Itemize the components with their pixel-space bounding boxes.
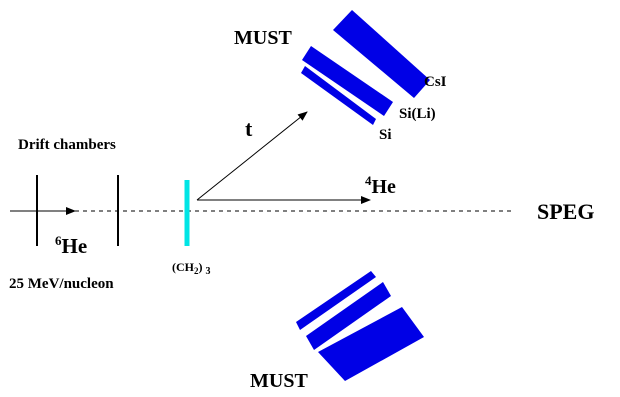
speg-label: SPEG (537, 199, 594, 224)
si-layer-top (301, 66, 376, 125)
target-label-close: ) (199, 260, 203, 274)
target-label-sub: 2 (194, 266, 199, 276)
he6-mass-number: 6 (55, 233, 62, 248)
sili-layer-bottom (306, 282, 391, 350)
csi-block-top (333, 10, 430, 98)
drift-chambers-label: Drift chambers (18, 137, 116, 153)
csi-label: CsI (424, 74, 447, 90)
target-label-start: (CH (172, 260, 195, 274)
si-label: Si (379, 127, 392, 143)
must-top-label: MUST (234, 27, 292, 49)
he4-symbol: He (372, 176, 397, 198)
target-label-sub2: 3 (206, 266, 211, 277)
must-detector-bottom (296, 271, 424, 381)
target-label: (CH2)3 (172, 260, 211, 277)
csi-block-bottom (318, 307, 424, 381)
he4-label: 4He (365, 173, 396, 198)
triton-trajectory-arrow (196, 111, 308, 201)
must-bottom-label: MUST (250, 370, 308, 392)
he4-mass-number: 4 (365, 173, 372, 188)
si-layer-bottom (296, 271, 376, 330)
must-detector-top (301, 10, 430, 125)
he6-symbol: He (62, 234, 88, 258)
beam-energy-label: 25 MeV/nucleon (9, 276, 114, 292)
sili-layer-top (302, 46, 393, 116)
triton-label: t (245, 116, 253, 141)
sili-label: Si(Li) (399, 106, 436, 122)
he6-label: 6He (55, 233, 87, 258)
